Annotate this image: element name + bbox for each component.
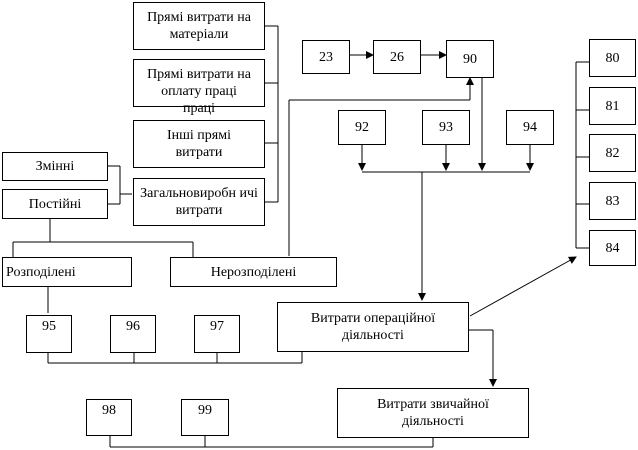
direct-labor-label: Прямі витрати на оплату праці xyxy=(147,67,251,99)
allocated-box: Розподілені xyxy=(2,257,132,287)
account-95-label: 95 xyxy=(42,319,56,334)
account-82-box: 82 xyxy=(589,134,636,172)
ordinary-costs-box: Витрати звичайної діяльності xyxy=(337,388,529,438)
direct-materials-box: Прямі витрати на матеріали xyxy=(133,2,265,50)
fixed-label: Постійні xyxy=(28,196,82,212)
overhead-box: Загальновиробн ичі витрати xyxy=(133,178,265,226)
account-97-label: 97 xyxy=(210,319,224,334)
account-84-box: 84 xyxy=(589,230,636,266)
arrow-operating-to-80s xyxy=(469,256,577,317)
account-96-label: 96 xyxy=(126,319,140,334)
variable-box: Змінні xyxy=(2,152,108,181)
fixed-box: Постійні xyxy=(2,189,108,219)
account-81-box: 81 xyxy=(589,87,636,125)
account-95-box: 95 xyxy=(26,315,72,353)
direct-labor-label-extra: праці xyxy=(182,101,216,116)
account-92-label: 92 xyxy=(355,120,369,135)
account-92-box: 92 xyxy=(338,110,386,145)
other-direct-label: Інші прямі витрати xyxy=(166,128,231,160)
account-98-box: 98 xyxy=(86,399,132,436)
operating-costs-box: Витрати операційної діяльності xyxy=(277,302,469,352)
account-99-label: 99 xyxy=(198,403,212,418)
direct-materials-label: Прямі витрати на матеріали xyxy=(147,10,251,42)
unallocated-box: Нерозподілені xyxy=(170,257,337,287)
account-83-label: 83 xyxy=(605,193,620,209)
account-83-box: 83 xyxy=(589,182,636,220)
account-93-box: 93 xyxy=(422,110,470,145)
account-99-box: 99 xyxy=(181,399,229,436)
variable-label: Змінні xyxy=(35,159,75,174)
account-23-box: 23 xyxy=(302,40,350,74)
account-80-label: 80 xyxy=(605,50,620,66)
allocated-label: Розподілені xyxy=(6,264,76,280)
account-26-box: 26 xyxy=(373,40,421,74)
account-96-box: 96 xyxy=(110,315,156,353)
overhead-label: Загальновиробн ичі витрати xyxy=(140,186,258,218)
operating-costs-label: Витрати операційної діяльності xyxy=(310,311,436,343)
ordinary-costs-label: Витрати звичайної діяльності xyxy=(377,397,489,429)
account-94-label: 94 xyxy=(523,120,537,135)
other-direct-box: Інші прямі витрати xyxy=(133,120,265,168)
account-94-box: 94 xyxy=(506,110,554,145)
account-90-box: 90 xyxy=(446,40,494,78)
account-97-box: 97 xyxy=(194,315,240,353)
account-80-box: 80 xyxy=(589,39,636,77)
account-82-label: 82 xyxy=(605,145,620,161)
account-84-label: 84 xyxy=(605,240,620,256)
account-93-label: 93 xyxy=(439,120,453,135)
unallocated-label: Нерозподілені xyxy=(210,264,297,280)
direct-labor-box: Прямі витрати на оплату праці праці xyxy=(133,59,265,116)
account-26-label: 26 xyxy=(390,49,404,65)
account-90-label: 90 xyxy=(463,51,477,67)
account-23-label: 23 xyxy=(319,49,333,65)
account-81-label: 81 xyxy=(605,98,620,114)
account-98-label: 98 xyxy=(102,403,116,418)
